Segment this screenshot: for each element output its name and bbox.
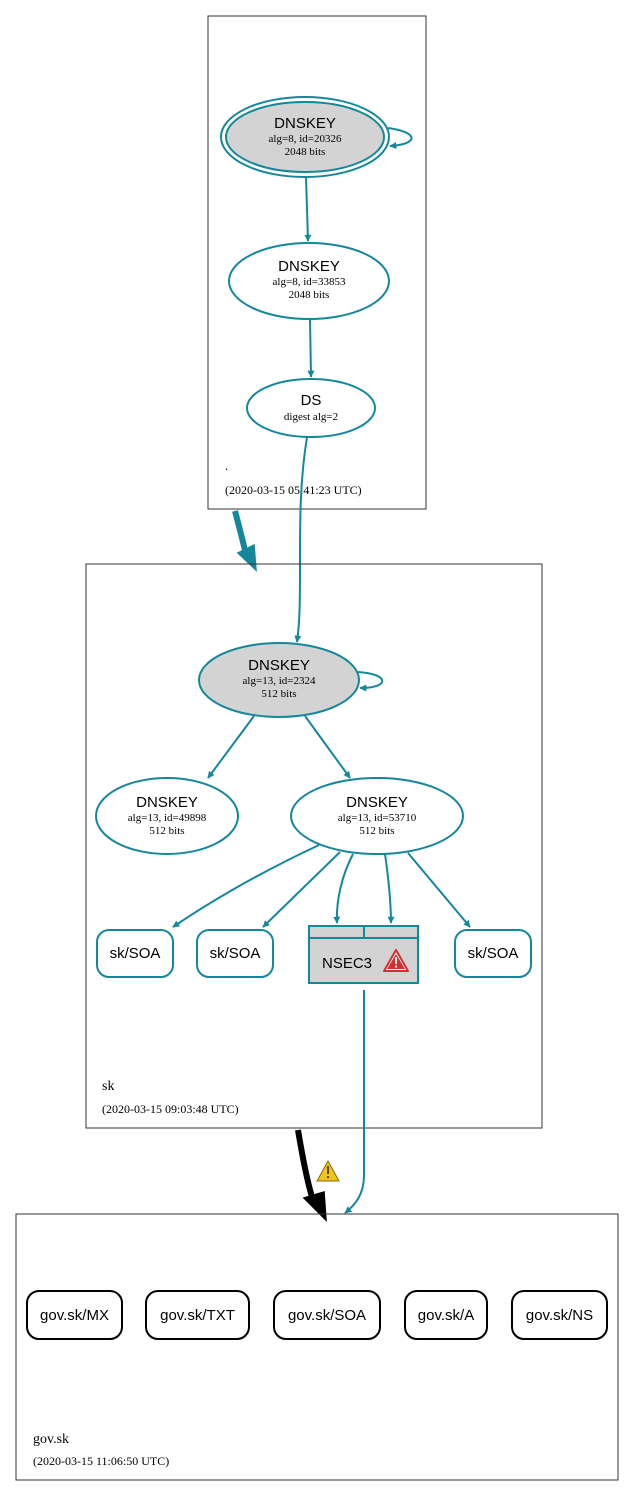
edge-sk-zsk2-to-soa1 — [172, 844, 320, 928]
delegation-sk-to-govsk-arrowhead — [302, 1191, 327, 1222]
govsk-soa-rrset[interactable]: gov.sk/SOA — [273, 1290, 381, 1340]
govsk-txt-label: gov.sk/TXT — [160, 1307, 235, 1324]
root-zsk-title: DNSKEY — [278, 258, 340, 275]
edge-sk-ksk-to-zsk1 — [207, 715, 255, 779]
sk-soa-rrset-3[interactable]: sk/SOA — [454, 929, 532, 978]
edge-root-ksk-to-zsk — [304, 176, 312, 242]
root-ksk-self-edge — [387, 127, 413, 150]
govsk-a-label: gov.sk/A — [418, 1307, 474, 1324]
sk-zsk1-title: DNSKEY — [136, 794, 198, 811]
edge-sk-zsk2-to-soa3 — [407, 852, 471, 928]
zone-root-timestamp: (2020-03-15 05:41:23 UTC) — [225, 483, 362, 497]
root-ds-title: DS — [301, 392, 322, 409]
zone-root-name: . — [225, 458, 228, 473]
delegation-root-to-sk-arrowhead — [236, 543, 257, 572]
sk-nsec3-label: NSEC3 — [322, 955, 372, 972]
govsk-a-rrset[interactable]: gov.sk/A — [404, 1290, 488, 1340]
delegation-root-to-sk — [232, 510, 249, 556]
sk-nsec3-node[interactable]: NSEC3 — [308, 925, 419, 984]
govsk-ns-label: gov.sk/NS — [526, 1307, 593, 1324]
sk-ksk-alg: alg=13, id=2324 — [243, 675, 316, 687]
edge-root-ds-to-sk-ksk — [294, 436, 308, 643]
sk-soa-rrset-2[interactable]: sk/SOA — [196, 929, 274, 978]
govsk-ns-rrset[interactable]: gov.sk/NS — [511, 1290, 608, 1340]
root-zsk-alg: alg=8, id=33853 — [273, 276, 346, 288]
sk-zsk2-bits: 512 bits — [359, 825, 394, 837]
zone-sk: sk (2020-03-15 09:03:48 UTC) — [85, 563, 543, 1129]
edge-root-zsk-to-ds — [307, 318, 315, 378]
edge-sk-ksk-to-zsk2 — [304, 715, 351, 779]
root-ksk-title: DNSKEY — [274, 115, 336, 132]
root-ds-node[interactable]: DS digest alg=2 — [246, 378, 376, 438]
root-ds-digest: digest alg=2 — [284, 411, 338, 423]
root-ksk-node[interactable]: DNSKEY alg=8, id=20326 2048 bits — [220, 96, 390, 178]
zone-govsk: gov.sk (2020-03-15 11:06:50 UTC) — [15, 1213, 619, 1481]
zone-govsk-box — [15, 1213, 619, 1481]
edge-nsec3-to-govsk — [344, 990, 365, 1214]
sk-ksk-title: DNSKEY — [248, 657, 310, 674]
sk-soa-1-label: sk/SOA — [110, 945, 161, 962]
zone-sk-timestamp: (2020-03-15 09:03:48 UTC) — [102, 1102, 239, 1116]
sk-soa-3-label: sk/SOA — [468, 945, 519, 962]
edge-sk-zsk2-to-nsec3-a — [333, 853, 354, 924]
edge-sk-zsk2-to-soa2 — [262, 851, 341, 928]
root-zsk-bits: 2048 bits — [289, 289, 330, 301]
zone-govsk-timestamp: (2020-03-15 11:06:50 UTC) — [33, 1454, 169, 1468]
error-warning-icon — [383, 949, 409, 972]
zone-root-box — [207, 15, 427, 510]
sk-zsk1-alg: alg=13, id=49898 — [128, 812, 207, 824]
sk-zsk-49898-node[interactable]: DNSKEY alg=13, id=49898 512 bits — [95, 777, 239, 855]
delegation-warning-icon — [316, 1160, 340, 1182]
sk-soa-rrset-1[interactable]: sk/SOA — [96, 929, 174, 978]
zone-root: . (2020-03-15 05:41:23 UTC) — [207, 15, 427, 510]
sk-zsk-53710-node[interactable]: DNSKEY alg=13, id=53710 512 bits — [290, 777, 464, 855]
root-ksk-bits: 2048 bits — [285, 146, 326, 158]
sk-zsk2-title: DNSKEY — [346, 794, 408, 811]
govsk-txt-rrset[interactable]: gov.sk/TXT — [145, 1290, 250, 1340]
govsk-mx-label: gov.sk/MX — [40, 1307, 109, 1324]
root-ksk-alg: alg=8, id=20326 — [269, 133, 342, 145]
delegation-sk-to-govsk — [295, 1129, 316, 1201]
root-zsk-node[interactable]: DNSKEY alg=8, id=33853 2048 bits — [228, 242, 390, 320]
sk-ksk-self-edge — [357, 671, 384, 692]
edge-sk-zsk2-to-nsec3-b — [384, 853, 395, 924]
zone-sk-box — [85, 563, 543, 1129]
sk-soa-2-label: sk/SOA — [210, 945, 261, 962]
govsk-soa-label: gov.sk/SOA — [288, 1307, 366, 1324]
sk-zsk2-alg: alg=13, id=53710 — [338, 812, 417, 824]
sk-ksk-bits: 512 bits — [261, 688, 296, 700]
zone-sk-name: sk — [102, 1079, 114, 1094]
sk-ksk-node[interactable]: DNSKEY alg=13, id=2324 512 bits — [198, 642, 360, 718]
sk-zsk1-bits: 512 bits — [149, 825, 184, 837]
zone-govsk-name: gov.sk — [33, 1432, 69, 1447]
govsk-mx-rrset[interactable]: gov.sk/MX — [26, 1290, 123, 1340]
